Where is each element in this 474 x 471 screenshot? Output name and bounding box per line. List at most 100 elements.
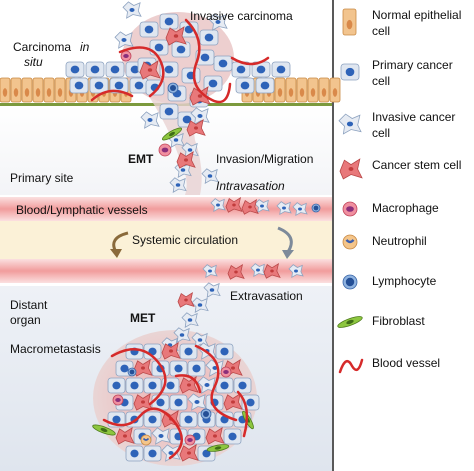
cancer-stem-cell-icon bbox=[223, 393, 243, 411]
invasive-cancer-cell-icon bbox=[254, 199, 270, 214]
invasive-cancer-cell-icon bbox=[210, 198, 226, 213]
cancer-stem-cell-icon bbox=[133, 359, 153, 377]
primary-cancer-cell-icon bbox=[223, 428, 242, 445]
invasive-cancer-cell-icon bbox=[161, 444, 181, 462]
legend-label: Cancer stem cell bbox=[372, 158, 461, 172]
primary-cancer-cell-icon bbox=[169, 394, 188, 411]
label-emt: EMT bbox=[128, 152, 154, 166]
circulation-arrowhead-left bbox=[110, 249, 122, 258]
cancer-stem-cell-icon bbox=[176, 151, 196, 169]
primary-cancer-cell-icon bbox=[340, 63, 360, 81]
primary-cancer-cell-icon bbox=[179, 411, 198, 428]
label-organ: organ bbox=[10, 313, 41, 327]
primary-cancer-cell-icon bbox=[129, 77, 149, 94]
invasive-cancer-cell-icon bbox=[181, 142, 199, 158]
legend-label: Primary cancer bbox=[372, 58, 453, 72]
primary-cancer-cell-icon bbox=[213, 55, 233, 72]
legend-label: Lymphocyte bbox=[372, 274, 437, 288]
invasive-cancer-cell-icon bbox=[191, 297, 209, 313]
cancer-stem-cell-icon bbox=[241, 198, 259, 215]
tumor-blood-vessels bbox=[90, 18, 270, 460]
cancer-stem-cell-icon bbox=[339, 158, 363, 180]
cancer-stem-cell-icon bbox=[227, 263, 245, 280]
primary-cancer-cell-icon bbox=[215, 377, 234, 394]
primary-cancer-cell-icon bbox=[109, 77, 129, 94]
primary-cancer-cell-icon bbox=[107, 377, 126, 394]
macrophage-icon bbox=[120, 50, 132, 62]
fibroblast-icon bbox=[337, 316, 363, 328]
label-intravasation: Intravasation bbox=[216, 179, 285, 193]
legend-label: Blood vessel bbox=[372, 356, 440, 370]
primary-cancer-cell-icon bbox=[65, 61, 85, 78]
lymphocyte-icon bbox=[200, 408, 212, 420]
primary-cancer-cell-icon bbox=[215, 343, 234, 360]
legend-label: cell bbox=[372, 126, 390, 140]
invasive-cancer-cell-icon bbox=[181, 312, 199, 328]
legend-label: Macrophage bbox=[372, 201, 439, 215]
invasive-cancer-cell-icon bbox=[190, 107, 210, 125]
blood-vessel-icon bbox=[236, 390, 249, 438]
label-situ: situ bbox=[24, 55, 43, 69]
label-in: in bbox=[80, 40, 90, 54]
label-primary-site: Primary site bbox=[10, 171, 74, 185]
normal-epithelial-cell-icon bbox=[21, 77, 33, 103]
primary-cancer-cell-icon bbox=[85, 61, 105, 78]
primary-cancer-cell-icon bbox=[159, 103, 179, 120]
invasive-cancer-cell-icon bbox=[288, 264, 304, 279]
label-invasion-migration: Invasion/Migration bbox=[216, 152, 313, 166]
primary-cancer-cell-icon bbox=[195, 49, 215, 66]
blood-lymphatic-band bbox=[0, 197, 332, 221]
blood-vessel-icon bbox=[338, 358, 364, 374]
neutrophil-icon bbox=[342, 234, 358, 250]
cancer-stem-cell-icon bbox=[139, 60, 161, 80]
primary-cancer-cell-icon bbox=[231, 61, 251, 78]
primary-cancer-cell-icon bbox=[143, 377, 162, 394]
fibroblast-icon bbox=[92, 424, 116, 436]
primary-cancer-cell-icon bbox=[125, 445, 144, 462]
normal-epithelial-cell-icon bbox=[10, 77, 22, 103]
blood-vessel-icon bbox=[110, 348, 167, 406]
invasive-cancer-cell-icon bbox=[203, 282, 221, 298]
normal-epithelial-cell-icon bbox=[307, 77, 319, 103]
primary-cancer-cell-icon bbox=[171, 41, 191, 58]
invasive-cancer-cell-icon bbox=[202, 264, 218, 279]
cancer-stem-cell-icon bbox=[133, 393, 153, 411]
primary-cancer-cell-icon bbox=[143, 411, 162, 428]
macrophage-icon bbox=[220, 366, 232, 378]
label-macrometastasis: Macrometastasis bbox=[10, 342, 101, 356]
fibroblast-icon bbox=[206, 444, 230, 452]
blood-vessel-icon bbox=[102, 407, 183, 460]
circulation-arrow-right bbox=[277, 226, 293, 253]
primary-cancer-cell-icon bbox=[255, 77, 275, 94]
macrophage-icon bbox=[184, 434, 196, 446]
label-blood-lymphatic: Blood/Lymphatic vessels bbox=[16, 203, 148, 217]
cancer-stem-cell-icon bbox=[165, 26, 187, 46]
cancer-stem-cell-icon bbox=[179, 444, 199, 462]
invasive-cancer-cell-icon bbox=[292, 202, 308, 217]
blood-vessel-icon bbox=[174, 374, 202, 394]
cell-population bbox=[65, 1, 321, 462]
primary-cancer-cell-icon bbox=[251, 61, 271, 78]
invasive-cancer-cell-icon bbox=[173, 327, 191, 343]
cancer-stem-cell-icon bbox=[205, 427, 225, 445]
label-met: MET bbox=[130, 311, 156, 325]
primary-cancer-cell-icon bbox=[187, 360, 206, 377]
invasive-cancer-cell-icon bbox=[201, 168, 219, 184]
label-carcinoma: Carcinoma bbox=[13, 40, 71, 54]
lymphocyte-icon bbox=[167, 82, 179, 94]
invasive-cancer-cell-icon bbox=[208, 13, 228, 31]
normal-epithelial-cell-icon bbox=[342, 8, 357, 36]
legend-label: Invasive cancer bbox=[372, 110, 455, 124]
normal-epithelial-cell-icon bbox=[43, 77, 55, 103]
normal-epithelial-cell-icon bbox=[32, 77, 44, 103]
invasive-cancer-cell-icon bbox=[114, 31, 134, 49]
primary-cancer-cell-icon bbox=[235, 77, 255, 94]
primary-cancer-cell-icon bbox=[139, 21, 159, 38]
blood-vessel-icon bbox=[118, 46, 165, 98]
systemic-circulation-band bbox=[0, 221, 332, 259]
legend-label: Normal epithelial bbox=[372, 8, 461, 22]
primary-cancer-cell-icon bbox=[179, 343, 198, 360]
blood-vessel-icon bbox=[194, 344, 238, 422]
